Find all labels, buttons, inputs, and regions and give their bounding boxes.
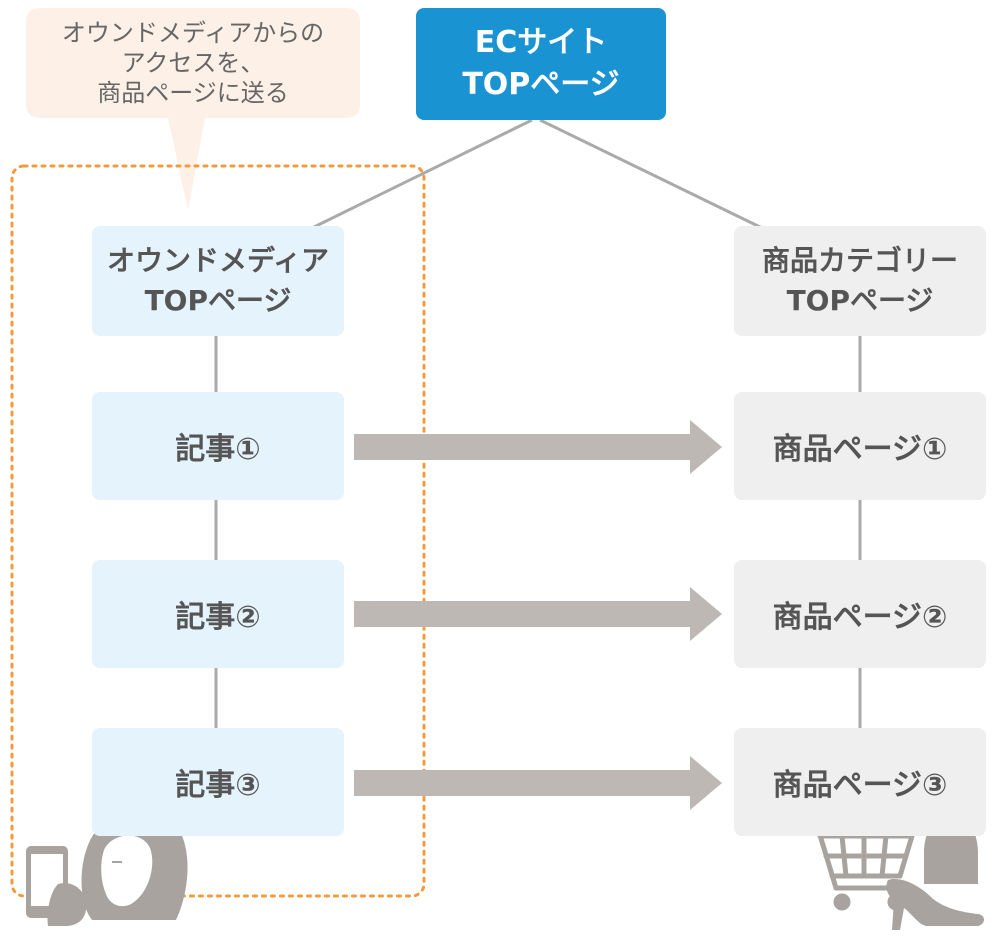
product-category-top-line-2: TOPページ [786,284,934,317]
product-page-node-3: 商品ページ③ [734,728,986,836]
product-page-label: 商品ページ① [772,432,948,467]
article-node-1: 記事① [92,392,344,500]
callout-line-2: アクセスを、 [121,49,265,77]
product-page-label: 商品ページ② [772,600,948,635]
callout-bubble [26,8,360,210]
article-label: 記事① [175,432,261,467]
connector-ec-to-category [539,118,763,230]
owned-media-top-line-2: TOPページ [144,284,292,317]
article-label: 記事② [175,600,261,635]
arrow-article2-to-product2 [354,587,722,641]
product-page-node-2: 商品ページ② [734,560,986,668]
product-page-node-1: 商品ページ① [734,392,986,500]
callout: オウンドメディアからの アクセスを、 商品ページに送る [26,8,360,118]
arrow-article3-to-product3 [354,756,722,810]
callout-line-3: 商品ページに送る [97,79,289,107]
article-label: 記事③ [175,768,261,803]
owned-media-group-border [10,164,426,898]
ec-site-top-node: ECサイト TOPページ [416,8,666,120]
article-node-2: 記事② [92,560,344,668]
high-heel-icon [886,878,984,930]
connector-ec-to-media [311,118,533,230]
product-category-top-line-1: 商品カテゴリー [761,244,958,277]
product-page-label: 商品ページ③ [772,768,948,803]
owned-media-top-line-1: オウンドメディア [106,244,330,277]
owned-media-top-node: オウンドメディア TOPページ [92,226,344,336]
article-node-3: 記事③ [92,728,344,836]
smartphone-user-icon [26,809,188,926]
ec-site-top-line-1: ECサイト [474,25,608,60]
ec-site-top-line-2: TOPページ [462,67,620,102]
callout-line-1: オウンドメディアからの [61,19,325,47]
product-category-top-node: 商品カテゴリー TOPページ [734,226,986,336]
arrow-article1-to-product1 [354,420,722,474]
